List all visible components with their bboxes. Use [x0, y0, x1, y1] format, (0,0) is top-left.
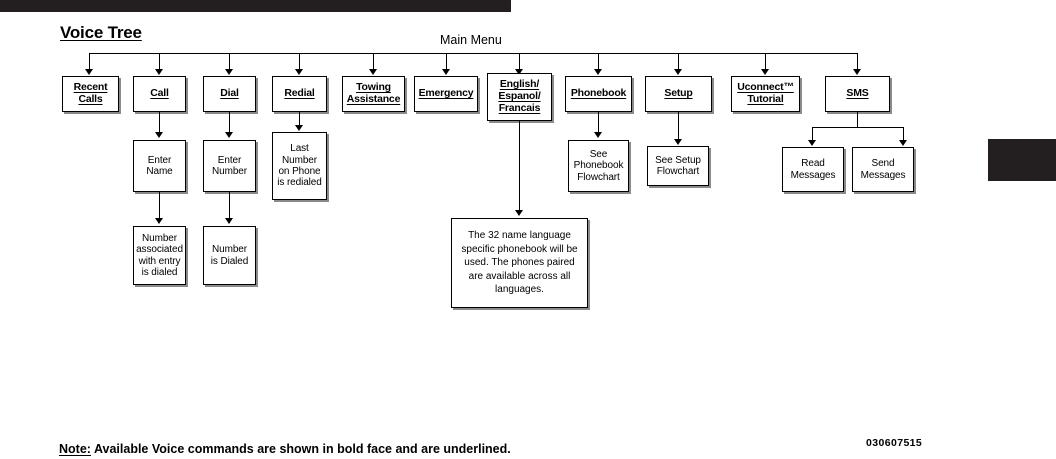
- node-see-setup-flowchart[interactable]: See Setup Flowchart: [647, 146, 709, 186]
- node-redial[interactable]: Redial: [272, 76, 327, 112]
- node-label: Enter Name: [146, 154, 173, 177]
- bus-drop-redial: [299, 53, 300, 70]
- node-language-note: The 32 name language specific phonebook …: [451, 218, 588, 308]
- bus-arrow-call: [155, 69, 163, 75]
- bus-arrow-towing-assistance: [369, 69, 377, 75]
- arrow-enter-name-to-number-associated: [155, 218, 163, 224]
- node-last-number-redialed[interactable]: Last Number on Phone is redialed: [272, 132, 327, 200]
- bus-arrow-phonebook: [594, 69, 602, 75]
- bus-arrow-sms: [853, 69, 861, 75]
- node-see-phonebook-flowchart[interactable]: See Phonebook Flowchart: [568, 140, 629, 192]
- connector-enter-name-to-number-associated: [159, 192, 160, 219]
- node-towing-assistance[interactable]: Towing Assistance: [342, 76, 405, 112]
- bus-arrow-emergency: [442, 69, 450, 75]
- node-language[interactable]: English/ Espanol/ Francais: [487, 73, 552, 121]
- bus-drop-language: [519, 53, 520, 70]
- document-number: 030607515: [866, 437, 923, 449]
- bus-drop-setup: [678, 53, 679, 70]
- node-label: Number associated with entry is dialed: [136, 232, 183, 278]
- bus-arrow-uconnect-tutorial: [761, 69, 769, 75]
- bus-arrow-setup: [674, 69, 682, 75]
- connector-redial-to-last-number: [299, 112, 300, 126]
- arrow-sms-to-send-messages: [899, 140, 907, 146]
- node-label: Setup: [664, 87, 693, 100]
- node-number-associated-dialed[interactable]: Number associated with entry is dialed: [133, 226, 186, 285]
- footer-note-prefix: Note:: [59, 442, 91, 456]
- bus-arrow-recent-calls: [85, 69, 93, 75]
- node-call[interactable]: Call: [133, 76, 186, 112]
- node-label: Redial: [284, 87, 315, 100]
- connector-sms-to-send-messages: [903, 127, 904, 141]
- node-label: SMS: [846, 87, 869, 100]
- node-label: Towing Assistance: [346, 81, 401, 105]
- node-phonebook[interactable]: Phonebook: [565, 76, 632, 112]
- arrow-language-to-language-note: [515, 210, 523, 216]
- node-setup[interactable]: Setup: [645, 76, 712, 112]
- node-dial[interactable]: Dial: [203, 76, 256, 112]
- bus-drop-recent-calls: [89, 53, 90, 70]
- connector-enter-number-to-number-dialed: [229, 192, 230, 219]
- bus-arrow-dial: [225, 69, 233, 75]
- arrow-phonebook-to-flowchart: [594, 132, 602, 138]
- node-label: See Phonebook Flowchart: [573, 148, 624, 183]
- connector-sms-stem: [857, 112, 858, 127]
- node-label: Enter Number: [212, 154, 247, 177]
- bus-drop-uconnect-tutorial: [765, 53, 766, 70]
- page-edge-tab-marker: [988, 139, 1056, 181]
- bus-drop-towing-assistance: [373, 53, 374, 70]
- node-label: Emergency: [418, 87, 474, 100]
- node-emergency[interactable]: Emergency: [414, 76, 478, 112]
- main-menu-label: Main Menu: [440, 33, 502, 47]
- arrow-setup-to-flowchart: [674, 139, 682, 145]
- node-label: The 32 name language specific phonebook …: [461, 230, 578, 296]
- main-bus-line: [89, 53, 858, 54]
- node-label: Call: [150, 87, 169, 100]
- arrow-sms-to-read-messages: [808, 140, 816, 146]
- node-label: Dial: [220, 87, 239, 100]
- connector-sms-split-bus: [812, 127, 903, 128]
- node-label: Number is Dialed: [210, 244, 249, 267]
- node-label: Uconnect™ Tutorial: [737, 81, 794, 105]
- footer-note: Note: Available Voice commands are shown…: [59, 442, 511, 456]
- node-uconnect-tutorial[interactable]: Uconnect™ Tutorial: [731, 76, 800, 112]
- bus-drop-dial: [229, 53, 230, 70]
- node-label: Send Messages: [860, 158, 906, 181]
- node-enter-name[interactable]: Enter Name: [133, 140, 186, 192]
- bus-arrow-redial: [295, 69, 303, 75]
- node-recent-calls[interactable]: Recent Calls: [62, 76, 119, 112]
- connector-call-to-enter-name: [159, 112, 160, 133]
- bus-drop-sms: [857, 53, 858, 70]
- node-sms[interactable]: SMS: [825, 76, 890, 112]
- connector-phonebook-to-flowchart: [598, 112, 599, 133]
- bus-drop-emergency: [446, 53, 447, 70]
- node-enter-number[interactable]: Enter Number: [203, 140, 256, 192]
- page-title: Voice Tree: [60, 23, 142, 42]
- arrow-dial-to-enter-number: [225, 132, 233, 138]
- node-send-messages[interactable]: Send Messages: [852, 147, 914, 192]
- node-number-is-dialed[interactable]: Number is Dialed: [203, 226, 256, 285]
- connector-language-to-language-note: [519, 121, 520, 211]
- top-black-bar: [0, 0, 511, 12]
- node-label: Read Messages: [790, 158, 836, 181]
- connector-dial-to-enter-number: [229, 112, 230, 133]
- arrow-call-to-enter-name: [155, 132, 163, 138]
- connector-sms-to-read-messages: [812, 127, 813, 141]
- node-read-messages[interactable]: Read Messages: [782, 147, 844, 192]
- node-label: Phonebook: [570, 87, 627, 100]
- arrow-redial-to-last-number: [295, 125, 303, 131]
- node-label: English/ Espanol/ Francais: [498, 78, 541, 114]
- arrow-enter-number-to-number-dialed: [225, 218, 233, 224]
- bus-drop-call: [159, 53, 160, 70]
- connector-setup-to-flowchart: [678, 112, 679, 140]
- footer-note-text: Available Voice commands are shown in bo…: [90, 442, 511, 456]
- bus-drop-phonebook: [598, 53, 599, 70]
- bus-arrow-language: [515, 69, 523, 75]
- node-label: Last Number on Phone is redialed: [277, 143, 322, 189]
- node-label: Recent Calls: [73, 81, 108, 105]
- node-label: See Setup Flowchart: [655, 154, 701, 177]
